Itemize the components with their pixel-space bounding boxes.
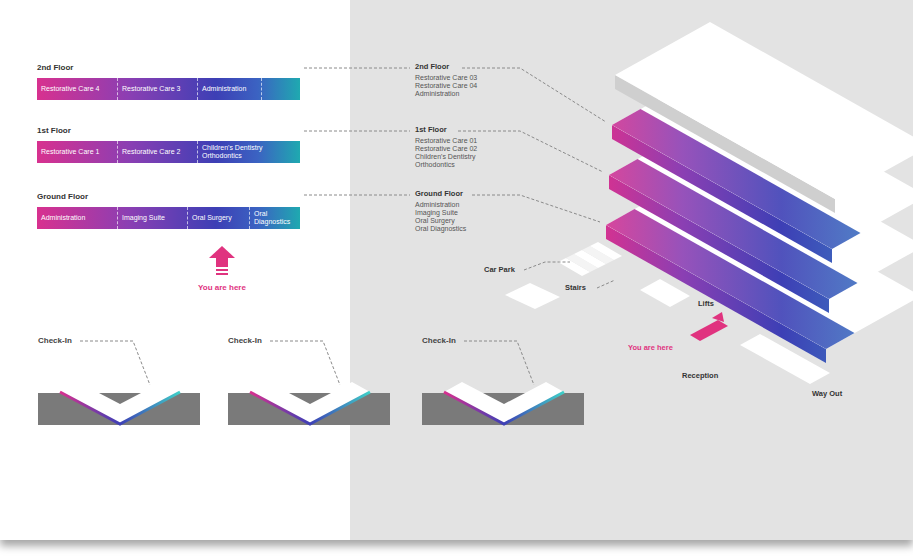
stage: 2nd FloorRestorative Care 4Restorative C…: [0, 0, 913, 540]
floor-row: Administration Imaging Suite Oral Surgery O…: [37, 207, 300, 229]
department-item: Orthodontics: [415, 161, 455, 169]
floor-heading: Ground Floor: [415, 190, 463, 198]
department-segment: Oral Diagnostics: [249, 207, 300, 229]
department-segment: Restorative Care 4: [37, 78, 117, 100]
department-name: Imaging Suite: [122, 214, 165, 222]
floor-row: Restorative Care 4 Restorative Care 3 Admi…: [37, 78, 300, 100]
you-are-here: You are here: [182, 284, 262, 292]
floor-band: Ground FloorAdministrationImaging SuiteO…: [37, 207, 300, 229]
place-label: Car Park: [484, 266, 515, 274]
department-segment: Administration: [37, 207, 117, 229]
check-in-desk: [38, 341, 200, 425]
place-label: Stairs: [565, 284, 586, 292]
department-segment: Imaging Suite: [117, 207, 187, 229]
department-item: Imaging Suite: [415, 209, 458, 217]
roof-slab: [615, 22, 913, 213]
department-name: Restorative Care 4: [41, 85, 99, 93]
floor-heading: 2nd Floor: [415, 63, 449, 71]
department-item: Oral Surgery: [415, 217, 455, 225]
check-in-label: Check-In: [228, 337, 262, 345]
department-name: Administration: [41, 214, 85, 222]
check-in-label: Check-In: [38, 337, 72, 345]
department-item: Administration: [415, 201, 459, 209]
department-segment: Restorative Care 1: [37, 141, 117, 163]
department-name: Administration: [202, 85, 246, 93]
floor-band: 1st FloorRestorative Care 1Restorative C…: [37, 141, 300, 163]
department-item: Oral Diagnostics: [415, 225, 466, 233]
department-segment: Administration: [197, 78, 261, 100]
department-name: Restorative Care 3: [122, 85, 180, 93]
department-name: Children's Dentistry Orthodontics: [202, 144, 296, 160]
place-label: Way Out: [812, 390, 842, 398]
check-in-desk: [422, 341, 584, 425]
floor-row: Restorative Care 1 Restorative Care 2 Chil…: [37, 141, 300, 163]
place-label: Reception: [682, 372, 718, 380]
you-are-here-arrow: [209, 246, 235, 275]
floor-heading: 1st Floor: [415, 126, 447, 134]
department-item: Restorative Care 03: [415, 74, 477, 82]
check-in-label: Check-In: [422, 337, 456, 345]
department-segment: Restorative Care 3: [117, 78, 197, 100]
department-item: Restorative Care 01: [415, 137, 477, 145]
leader-lines: [304, 68, 606, 222]
department-name: Oral Surgery: [192, 214, 232, 222]
floor-band: 2nd FloorRestorative Care 4Restorative C…: [37, 78, 300, 100]
department-item: Administration: [415, 90, 459, 98]
floor-heading: 2nd Floor: [37, 63, 73, 72]
floor-heading: Ground Floor: [37, 192, 88, 201]
you-are-here: You are here: [628, 344, 673, 352]
empty-segment: [261, 78, 300, 100]
department-item: Restorative Care 02: [415, 145, 477, 153]
department-segment: Children's Dentistry Orthodontics: [197, 141, 300, 163]
department-name: Restorative Care 1: [41, 148, 99, 156]
department-segment: Oral Surgery: [187, 207, 249, 229]
department-item: Children's Dentistry: [415, 153, 475, 161]
department-name: Oral Diagnostics: [254, 210, 296, 226]
floor-heading: 1st Floor: [37, 126, 71, 135]
department-name: Restorative Care 2: [122, 148, 180, 156]
department-segment: Restorative Care 2: [117, 141, 197, 163]
place-label: Lifts: [698, 300, 714, 308]
check-in-desk: [228, 341, 390, 425]
department-item: Restorative Care 04: [415, 82, 477, 90]
